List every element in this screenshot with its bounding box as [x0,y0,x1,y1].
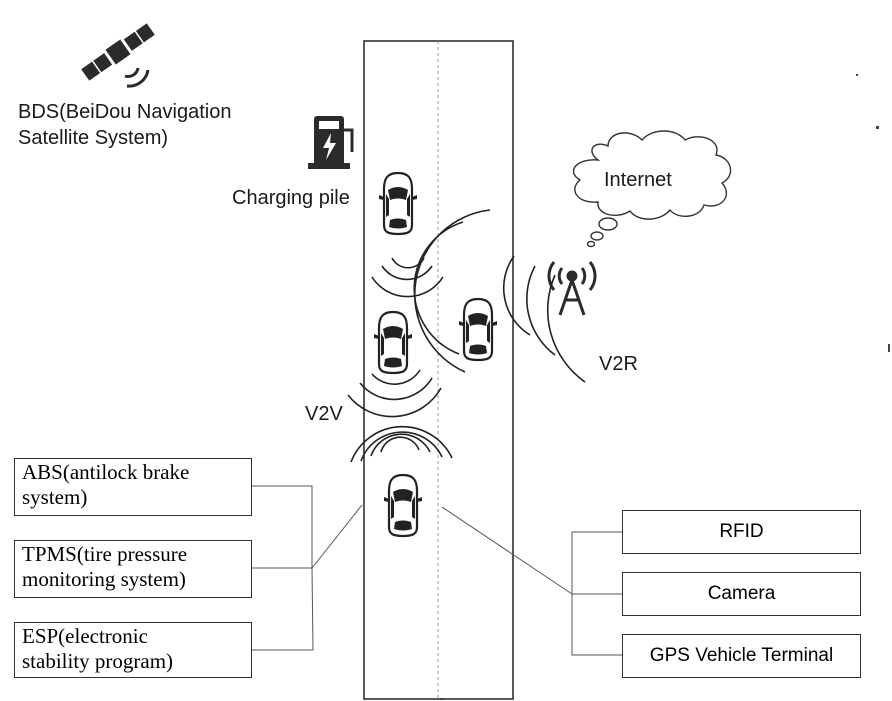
charging-pile-label: Charging pile [232,187,350,209]
car-bottom [382,473,424,538]
cloud-icon [573,130,732,248]
satellite-label: BDS(BeiDou Navigation Satellite System) [18,99,231,151]
satellite-label-line1: BDS(BeiDou Navigation [18,101,232,123]
gps-terminal-box: GPS Vehicle Terminal [622,634,861,678]
car-middle-left [372,310,414,375]
esp-box: ESP(electronic stability program) [14,622,252,678]
satellite-signal-waves [124,67,150,88]
edge-marks [440,74,890,700]
internet-label: Internet [604,169,672,191]
camera-label: Camera [707,583,776,604]
abs-line1: ABS(antilock brake [22,460,190,484]
abs-line2: system) [22,485,88,509]
satellite-icon [81,23,155,81]
connector-lines [252,485,622,656]
tpms-line1: TPMS(tire pressure [22,542,188,566]
v2v-label: V2V [305,403,343,425]
car-middle-right [457,297,499,362]
tpms-line2: monitoring system) [22,567,186,591]
antenna-tower-icon [547,261,597,316]
rfid-label: RFID [719,521,764,542]
car-top [377,171,419,236]
gps-terminal-label: GPS Vehicle Terminal [649,645,834,666]
esp-line2: stability program) [22,649,174,673]
signal-arcs [347,209,586,463]
abs-box: ABS(antilock brake system) [14,458,252,516]
tpms-box: TPMS(tire pressure monitoring system) [14,540,252,598]
charging-station-icon [308,116,354,169]
camera-box: Camera [622,572,861,616]
v2r-label: V2R [599,353,638,375]
esp-line1: ESP(electronic [22,624,148,648]
satellite-label-line2: Satellite System) [18,127,169,149]
rfid-box: RFID [622,510,861,554]
